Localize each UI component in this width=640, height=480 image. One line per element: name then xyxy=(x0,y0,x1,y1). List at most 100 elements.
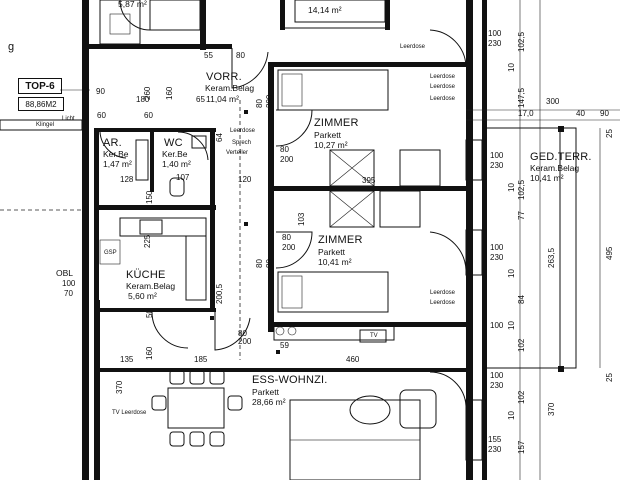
room-abstell-area: 1,47 m² xyxy=(103,159,132,169)
room-kueche-name: KÜCHE xyxy=(126,269,166,281)
desk-zimmer2 xyxy=(379,190,421,228)
dim-100-c: 100 xyxy=(490,243,504,252)
bed-zimmer1 xyxy=(277,69,389,111)
wall-zimmer-west xyxy=(268,62,274,332)
kitchen-sink xyxy=(139,219,163,235)
dim-10-b: 10 xyxy=(507,183,516,192)
label-leerdose-5: Leerdose xyxy=(430,300,456,306)
dim-230-e: 230 xyxy=(488,445,502,454)
door-topleft-swing xyxy=(119,0,151,31)
dim-10-e: 10 xyxy=(507,411,516,420)
room-terrasse-floor: Keram.Belag xyxy=(530,163,580,173)
dim-370-b: 370 xyxy=(547,402,556,416)
room-abstell-name: AR. xyxy=(103,137,122,149)
kitchen-counter-2 xyxy=(185,235,207,301)
socket-2 xyxy=(244,222,248,226)
dim-64: 64 xyxy=(215,133,224,142)
dim-135: 135 xyxy=(120,355,134,364)
dim-10-c: 10 xyxy=(507,269,516,278)
room-zimmer-2-floor: Parkett xyxy=(318,247,345,257)
room-wohnen-area: 28,66 m² xyxy=(252,397,286,407)
room-vorraum-name: VORR. xyxy=(206,71,242,83)
dim-2005: 200,5 xyxy=(215,283,224,304)
dim-180: 180 xyxy=(136,95,150,104)
label-sprech: Sprech xyxy=(232,140,252,146)
dim-150: 150 xyxy=(145,190,154,204)
dim-230-b: 230 xyxy=(490,161,504,170)
dim-25-a: 25 xyxy=(605,129,614,138)
terrace-post-2 xyxy=(558,366,564,372)
door-zimmer-top-swing xyxy=(429,29,467,67)
dim-225: 225 xyxy=(143,234,152,248)
dim-300: 300 xyxy=(546,97,560,106)
dim-230-a: 230 xyxy=(488,39,502,48)
top-left-area: 5,87 m² xyxy=(118,0,147,9)
socket-1 xyxy=(244,110,248,114)
dim-2635: 263,5 xyxy=(547,247,556,268)
wall-wohnen-north xyxy=(96,368,466,372)
dim-80-d: 80 xyxy=(238,329,247,338)
dim-370-a: 370 xyxy=(115,380,124,394)
label-verteiler: Verteiler xyxy=(226,150,249,156)
room-wohnen-name: ESS-WOHNZI. xyxy=(252,374,328,386)
wardrobe-zimmer2 xyxy=(329,190,375,228)
room-kueche-area: 5,60 m² xyxy=(128,291,157,301)
dim-1025-a: 102,5 xyxy=(517,31,526,52)
wall-kueche-north xyxy=(96,205,216,210)
wc-basin xyxy=(191,135,207,149)
door-zimmer1-swing xyxy=(275,109,313,147)
tv-unit xyxy=(359,329,387,343)
label-tv-leerdose: TV Leerdose xyxy=(112,410,147,416)
dim-160-b: 160 xyxy=(145,346,154,360)
dim-230-d: 230 xyxy=(490,381,504,390)
terrace-post-1 xyxy=(558,126,564,132)
wall-east-seg xyxy=(482,0,487,480)
dim-200-b: 200 xyxy=(282,243,296,252)
room-zimmer-1-name: ZIMMER xyxy=(314,117,359,129)
wall-west-lower xyxy=(94,300,100,480)
socket-3 xyxy=(210,316,214,320)
wall-north-c xyxy=(200,0,206,50)
dim-77: 77 xyxy=(517,211,526,220)
label-leerdose-2: Leerdose xyxy=(430,84,456,90)
room-wc-area: 1,40 m² xyxy=(162,159,191,169)
wall-kueche-south xyxy=(96,308,216,312)
kitchen-island xyxy=(273,325,395,341)
dim-55: 55 xyxy=(204,51,213,60)
dim-80-c: 80 xyxy=(282,233,291,242)
room-wohnen-floor: Parkett xyxy=(252,387,279,397)
unit-label: TOP-6 xyxy=(18,78,62,94)
wall-west xyxy=(82,0,89,480)
window-east-3 xyxy=(465,399,483,461)
chair-7 xyxy=(151,395,167,411)
dim-200-d: 200 xyxy=(265,94,274,108)
dim-260: 260 xyxy=(143,86,152,100)
chair-6 xyxy=(209,431,225,447)
window-east-1 xyxy=(465,139,483,181)
wall-north-a xyxy=(82,44,232,49)
dim-495: 495 xyxy=(605,246,614,260)
dim-102-a: 102 xyxy=(517,338,526,352)
sofa-back xyxy=(289,439,421,480)
stove-1 xyxy=(275,326,285,336)
dim-100-70: 100 xyxy=(62,279,76,288)
wall-vorr-south xyxy=(96,128,216,132)
dim-10-d: 10 xyxy=(507,321,516,330)
dim-80-g: 80 xyxy=(265,259,274,268)
wall-kueche-east xyxy=(210,210,215,310)
dim-90: 90 xyxy=(96,87,105,96)
room-vorraum-area: 11,04 m² xyxy=(206,94,239,104)
chair-3 xyxy=(209,369,225,385)
armchair xyxy=(399,389,437,429)
dim-40: 40 xyxy=(576,109,585,118)
label-licht: Licht xyxy=(62,116,75,122)
wall-ar-wc xyxy=(150,132,154,192)
wall-north-b xyxy=(268,62,473,67)
wardrobe-zimmer1 xyxy=(329,149,375,187)
bed-zimmer1-pillow xyxy=(281,73,303,107)
dim-50: 50 xyxy=(145,309,154,318)
label-obl: OBL xyxy=(56,268,74,278)
dim-90-b: 90 xyxy=(600,109,609,118)
chair-8 xyxy=(227,395,243,411)
chair-5 xyxy=(189,431,205,447)
